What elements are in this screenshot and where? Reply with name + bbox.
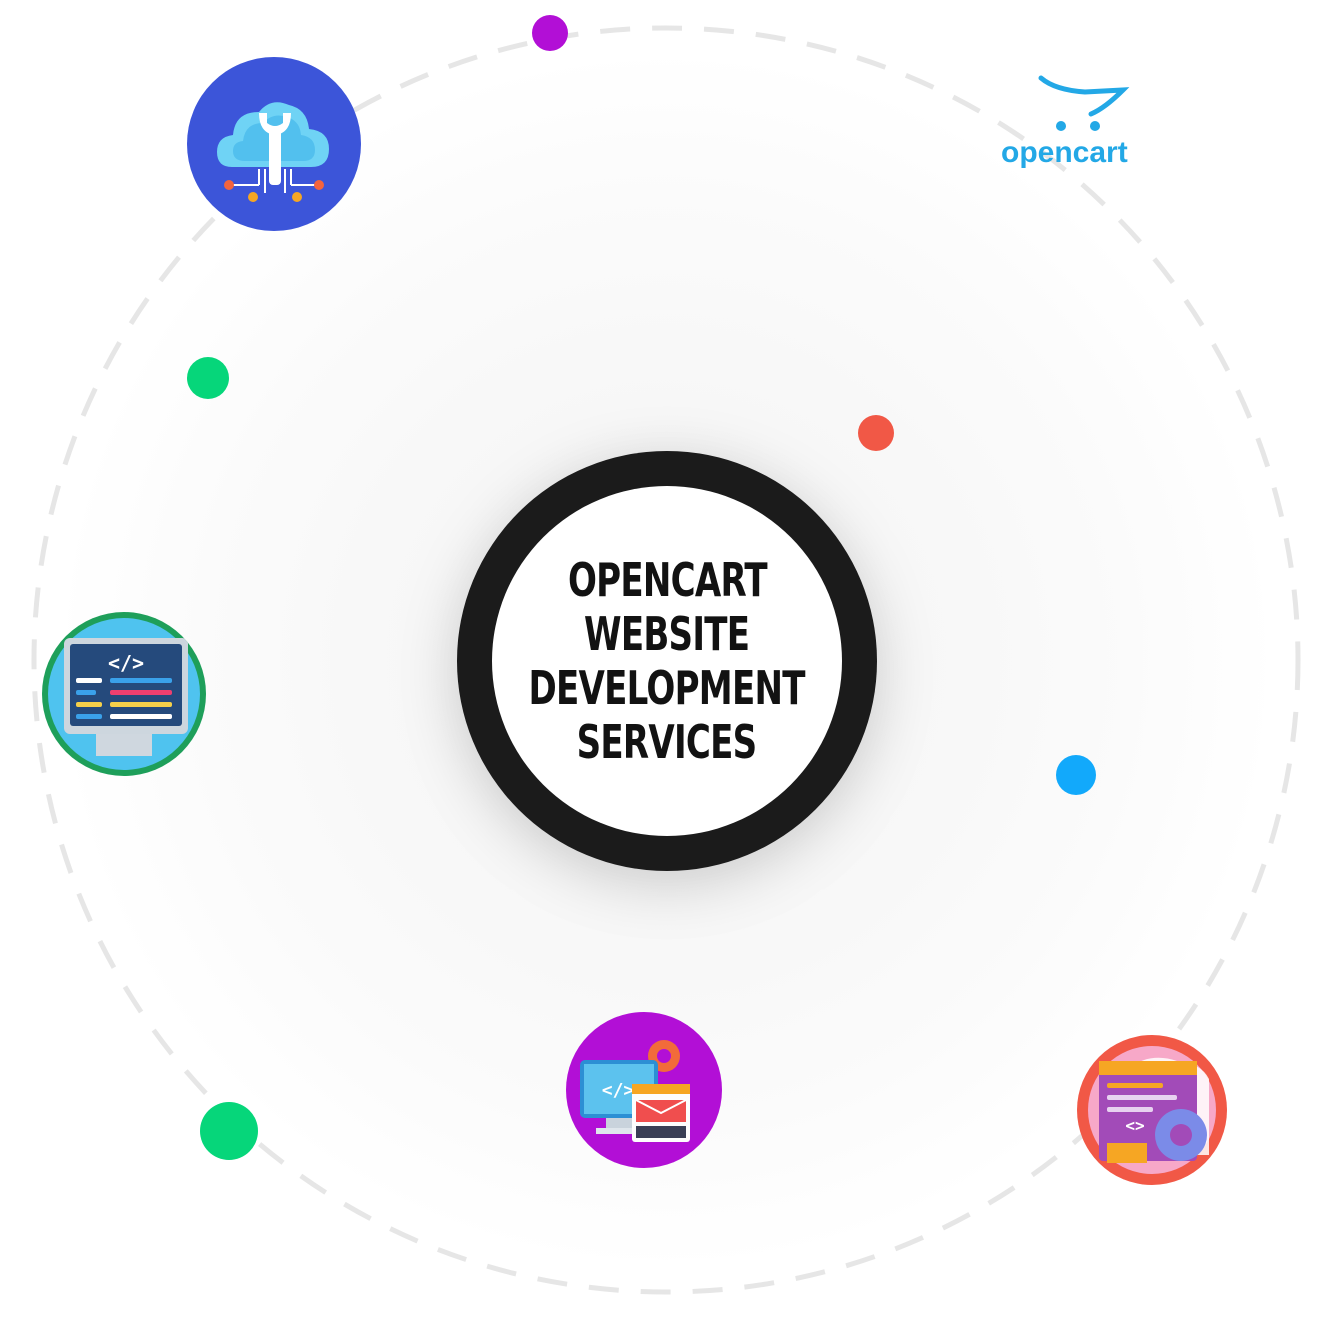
cloud-wrench-icon [187, 57, 361, 231]
svg-text:<>: <> [1125, 1116, 1144, 1135]
opencart-logo-text: opencart [1001, 136, 1128, 169]
center-disc: OPENCART WEBSITE DEVELOPMENT SERVICES [492, 486, 842, 836]
heading-line-3: DEVELOPMENT [528, 661, 806, 715]
settings-window-icon: <> [1077, 1035, 1227, 1185]
center-ring: OPENCART WEBSITE DEVELOPMENT SERVICES [457, 451, 877, 871]
heading-line-1: OPENCART [567, 553, 768, 607]
red-dot [858, 415, 894, 451]
green-dot-upper [187, 357, 229, 399]
web-development-icon: </> [566, 1012, 722, 1168]
heading-line-4: SERVICES [577, 715, 758, 769]
blue-dot [1056, 755, 1096, 795]
green-dot-lower [200, 1102, 258, 1160]
code-monitor-icon: </> [42, 612, 206, 776]
opencart-logo: opencart [995, 70, 1165, 180]
heading-line-2: WEBSITE [584, 607, 750, 661]
shopping-cart-icon [1038, 75, 1130, 131]
svg-text:</>: </> [108, 651, 144, 675]
svg-text:</>: </> [602, 1080, 635, 1101]
purple-dot [532, 15, 568, 51]
